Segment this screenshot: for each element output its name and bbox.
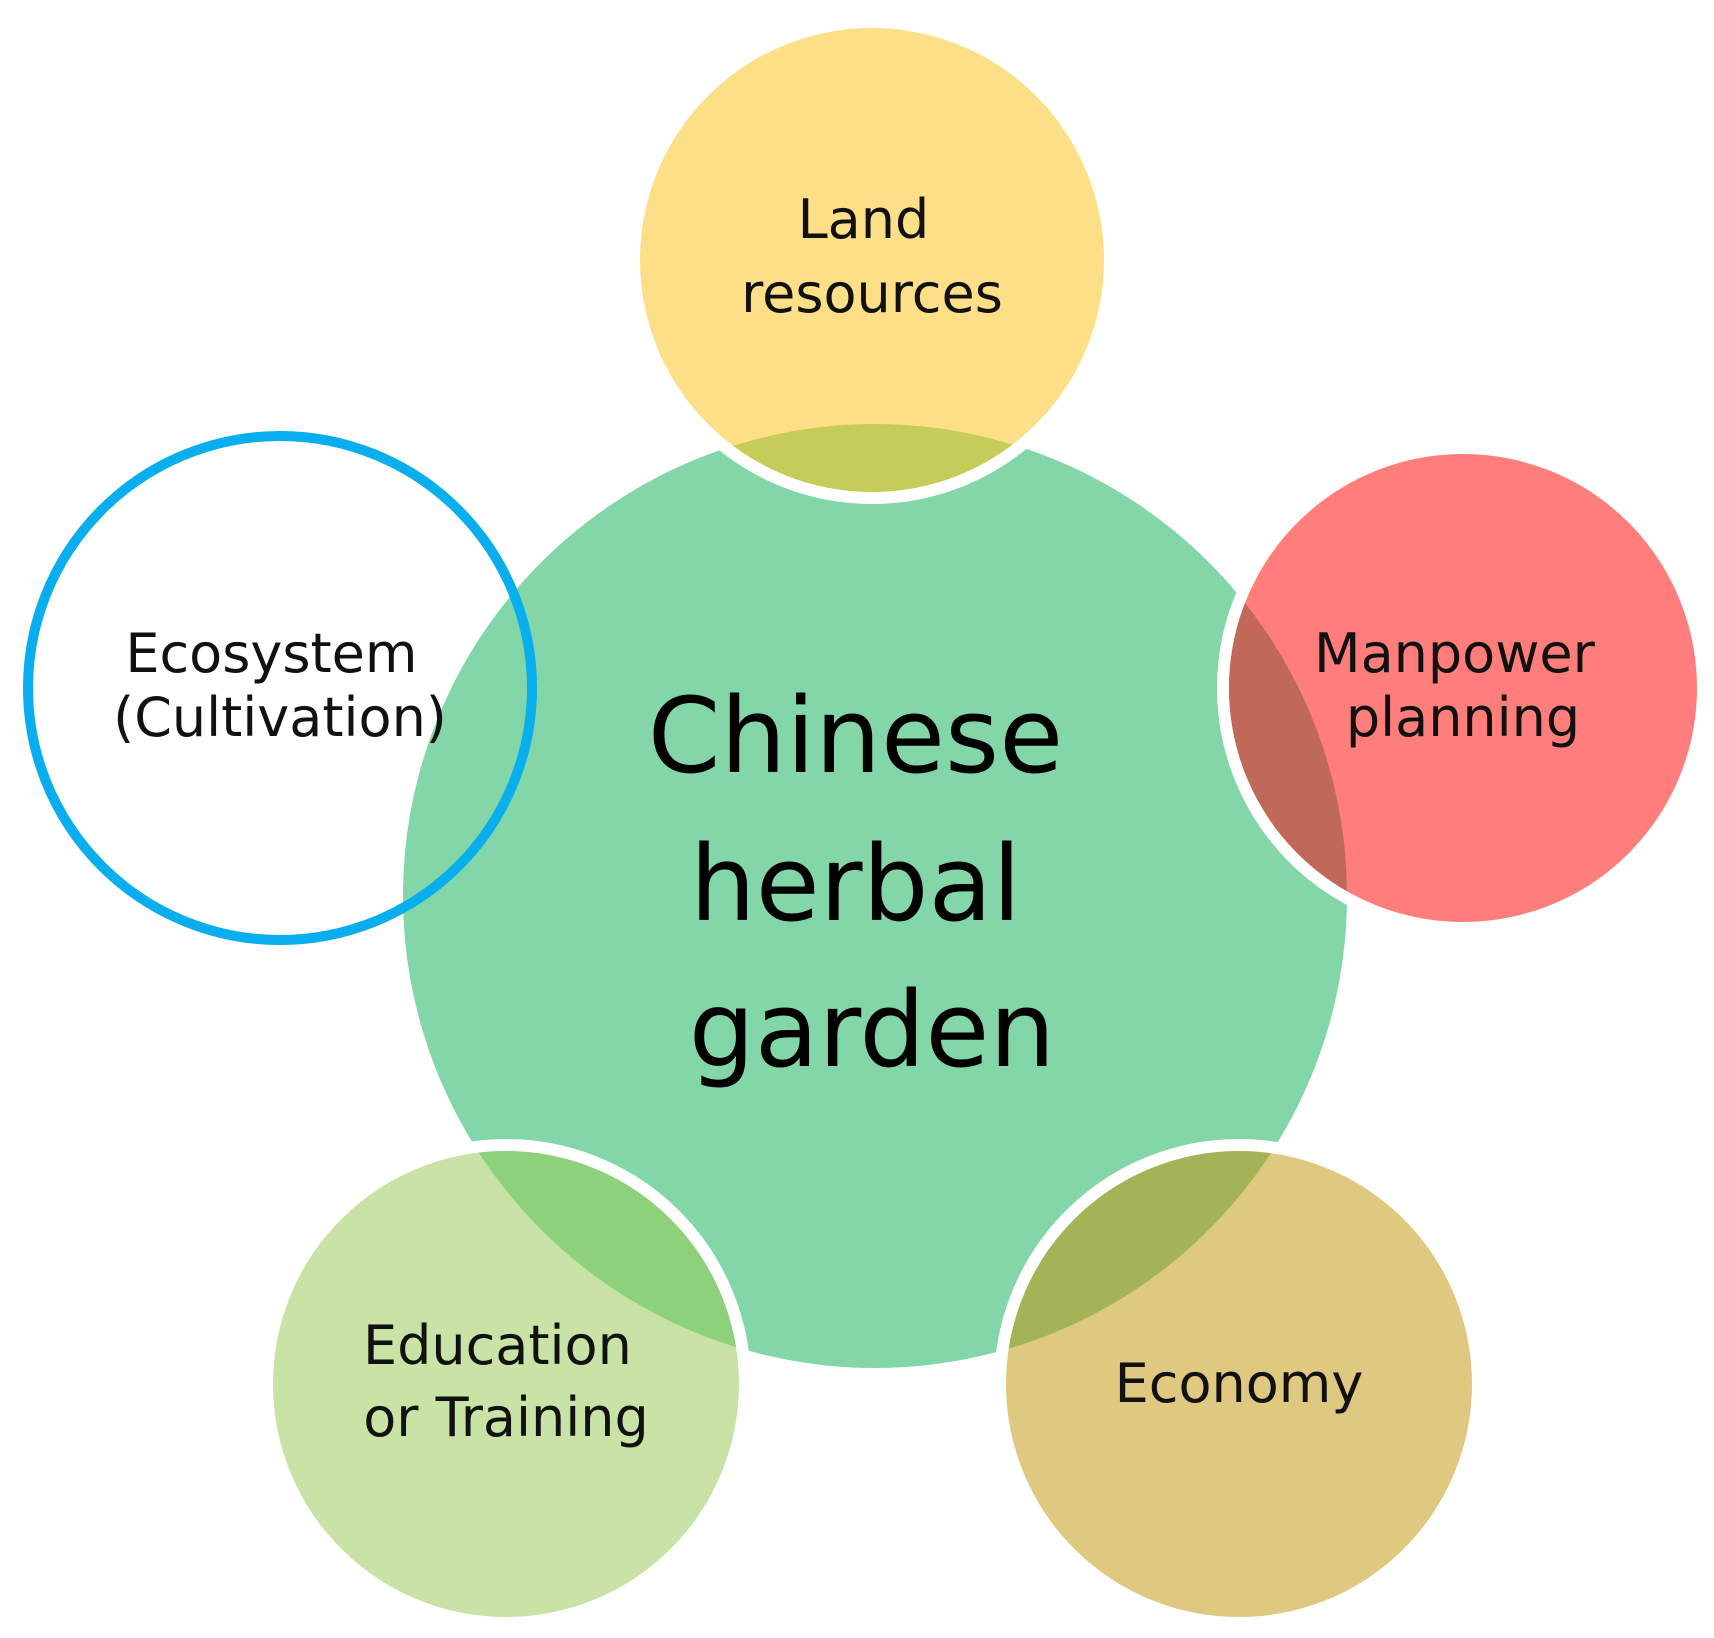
education-training-circle [261,1139,751,1629]
economy-overlap [1006,1151,1347,1368]
land-resources-label: Land resources [741,188,1003,325]
node-economy: Economy [994,1139,1484,1629]
land-resources-circle [628,16,1116,504]
ecosystem-cultivation-circle [23,431,537,945]
education-training-label: Education or Training [363,1314,649,1449]
manpower-planning-circle [1217,442,1709,934]
ecosystem-cultivation-label: Ecosystem (Cultivation) [113,622,447,749]
economy-label: Economy [1115,1352,1364,1415]
node-land-resources: Land resources [628,16,1116,504]
node-manpower-planning: Manpower planning [1217,442,1709,934]
center-circle [403,424,1347,1368]
node-education-training: Education or Training [261,1139,751,1629]
manpower-planning-label: Manpower planning [1314,622,1612,749]
education-training-overlap [403,1151,739,1368]
center-label: Chinese herbal garden [648,675,1097,1091]
node-ecosystem-cultivation: Ecosystem (Cultivation) [23,431,537,945]
